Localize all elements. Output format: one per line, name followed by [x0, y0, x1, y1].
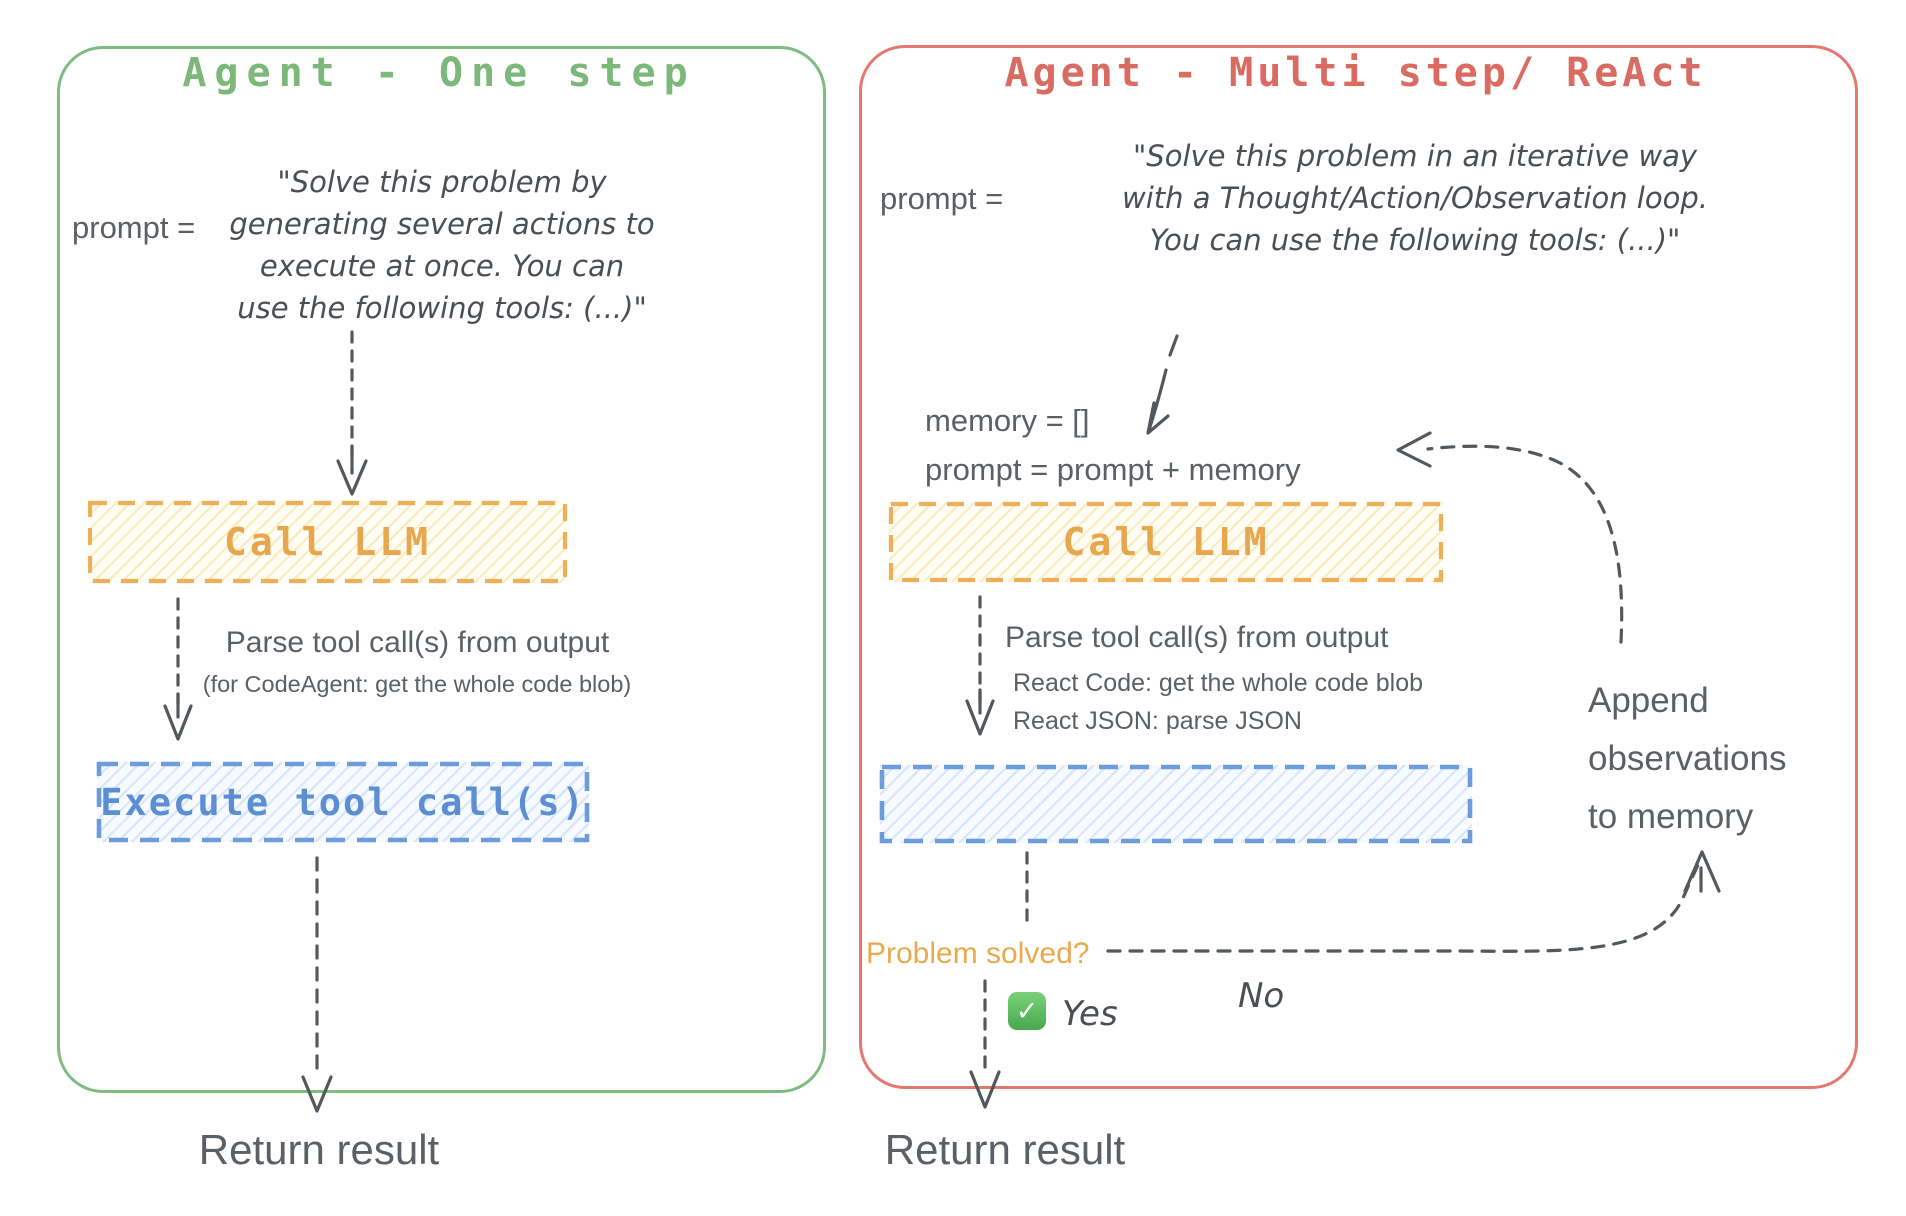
return-result-right: Return result [884, 1126, 1126, 1173]
prompt-line: "Solve this problem by [277, 165, 607, 199]
prompt-text-left: "Solve this problem by generating severa… [168, 161, 716, 329]
memory-init-line: memory = [] [925, 403, 1090, 438]
prompt-line: generating several actions to [229, 207, 655, 241]
parse-subtext-left: (for CodeAgent: get the whole code blob) [202, 671, 632, 697]
prompt-text-right: "Solve this problem in an iterative way … [1040, 135, 1790, 261]
parse-text-right: Parse tool call(s) from output [1005, 621, 1389, 654]
append-line: to memory [1588, 797, 1754, 836]
parse-subtext-react-code: React Code: get the whole code blob [1013, 669, 1423, 697]
call-llm-label-left: Call LLM [223, 520, 432, 564]
check-mark-emoji: ✓ [1008, 992, 1046, 1030]
parse-text-left: Parse tool call(s) from output [225, 626, 610, 659]
prompt-line: "Solve this problem in an iterative way [1132, 139, 1698, 173]
parse-subtext-react-json: React JSON: parse JSON [1013, 707, 1302, 735]
append-observations-text: Append observations to memory [1588, 672, 1786, 846]
prompt-label-right: prompt = [880, 181, 1004, 216]
append-line: Append [1588, 681, 1709, 720]
prompt-line: You can use the following tools: (...)" [1149, 223, 1681, 257]
no-label: No [1238, 976, 1285, 1016]
execute-label-left: Execute tool call(s) [100, 780, 586, 824]
call-llm-box-left: Call LLM [88, 501, 567, 583]
call-llm-label-right: Call LLM [1062, 520, 1270, 564]
one-step-title: Agent - One step [182, 50, 696, 96]
yes-label: Yes [1062, 994, 1118, 1034]
prompt-line: with a Thought/Action/Observation loop. [1122, 181, 1708, 215]
return-result-left: Return result [198, 1126, 440, 1173]
prompt-line: use the following tools: (...)" [237, 291, 647, 325]
append-line: observations [1588, 739, 1787, 778]
check-glyph: ✓ [1015, 995, 1039, 1027]
multi-step-title: Agent - Multi step/ ReAct [1004, 50, 1707, 96]
call-llm-box-right: Call LLM [889, 502, 1443, 582]
execute-box-right [880, 765, 1472, 843]
problem-solved-label: Problem solved? [866, 937, 1090, 970]
execute-box-left: Execute tool call(s) [97, 762, 589, 842]
prompt-label-left: prompt = [72, 210, 196, 245]
prompt-line: execute at once. You can [259, 249, 625, 283]
prompt-update-line: prompt = prompt + memory [925, 452, 1301, 487]
